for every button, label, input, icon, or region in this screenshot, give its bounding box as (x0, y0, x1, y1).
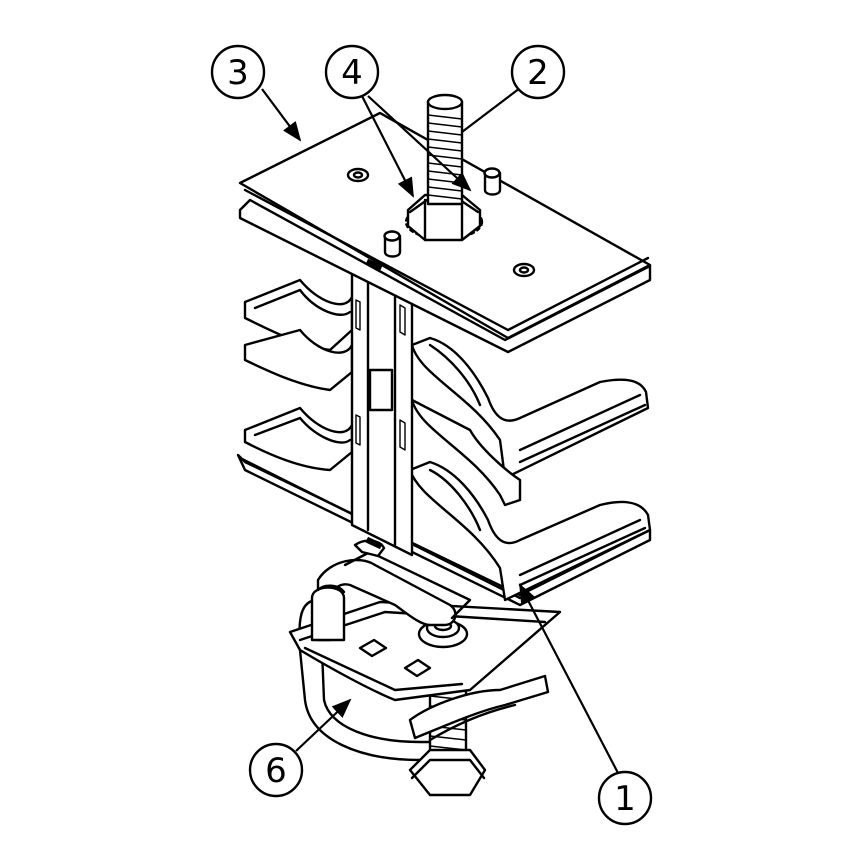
callout-6-label: 6 (265, 751, 287, 791)
callout-2-label: 2 (527, 53, 549, 93)
clamp-body-stack (236, 258, 652, 607)
callout-4: 4 (324, 44, 472, 198)
bottom-clamp (288, 539, 562, 797)
callout-3: 3 (210, 44, 302, 142)
callout-3-label: 3 (227, 53, 249, 93)
callout-1: 1 (519, 583, 653, 826)
callout-6: 6 (248, 698, 352, 798)
stud-and-nut (404, 93, 484, 242)
callout-2: 2 (461, 44, 566, 133)
callout-4-label: 4 (341, 53, 363, 93)
callout-1-label: 1 (614, 779, 636, 819)
